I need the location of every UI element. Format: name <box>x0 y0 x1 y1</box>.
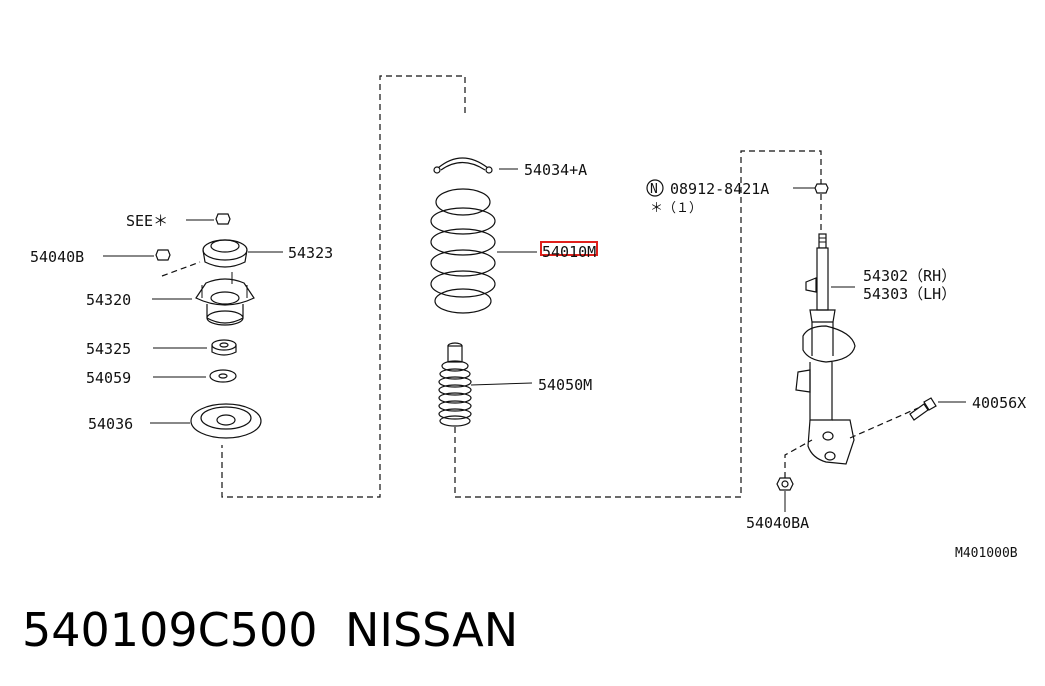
n-symbol: N <box>646 179 664 197</box>
bump-boot-54050[interactable] <box>438 342 533 427</box>
washer-54059[interactable] <box>153 369 237 383</box>
snap-ring-54034[interactable] <box>433 157 518 174</box>
see-nut[interactable] <box>186 213 231 225</box>
nut-08912[interactable] <box>793 183 829 194</box>
label-54036: 54036 <box>88 415 133 433</box>
washer-54325[interactable] <box>153 339 237 356</box>
label-54010: 54010M <box>542 243 596 261</box>
assembly-dashed-outlines <box>161 75 919 498</box>
bolt-40056[interactable] <box>909 397 966 421</box>
bearing-seat-54323[interactable] <box>202 239 283 268</box>
n-symbol-text: N <box>650 182 658 197</box>
label-bolt: 08912-8421A <box>670 180 769 198</box>
label-54302: 54302（RH） <box>863 267 956 285</box>
strut-54302[interactable] <box>795 233 856 465</box>
label-54303: 54303（LH） <box>863 285 956 303</box>
brand-name: NISSAN <box>345 603 518 657</box>
label-54059: 54059 <box>86 369 131 387</box>
label-54034: 54034+A <box>524 161 587 179</box>
label-54040ba: 54040BA <box>746 514 809 532</box>
label-see: SEE＊ <box>126 212 168 230</box>
spring-seat-54036[interactable] <box>150 403 262 439</box>
label-40056: 40056X <box>972 394 1026 412</box>
diagram-code: M401000B <box>955 546 1018 561</box>
label-bolt-qty: ＊（１） <box>650 201 702 216</box>
nut-54040b[interactable] <box>103 249 171 261</box>
label-54320: 54320 <box>86 291 131 309</box>
label-54040b: 54040B <box>30 248 84 266</box>
mount-insulator-54320[interactable] <box>152 272 255 326</box>
coil-spring-54010[interactable] <box>430 188 537 314</box>
label-54323: 54323 <box>288 244 333 262</box>
label-54050: 54050M <box>538 376 592 394</box>
part-number: 540109C500 <box>22 603 318 657</box>
nut-54040ba[interactable] <box>776 477 794 512</box>
label-54325: 54325 <box>86 340 131 358</box>
highlight-box-54010 <box>540 241 598 256</box>
